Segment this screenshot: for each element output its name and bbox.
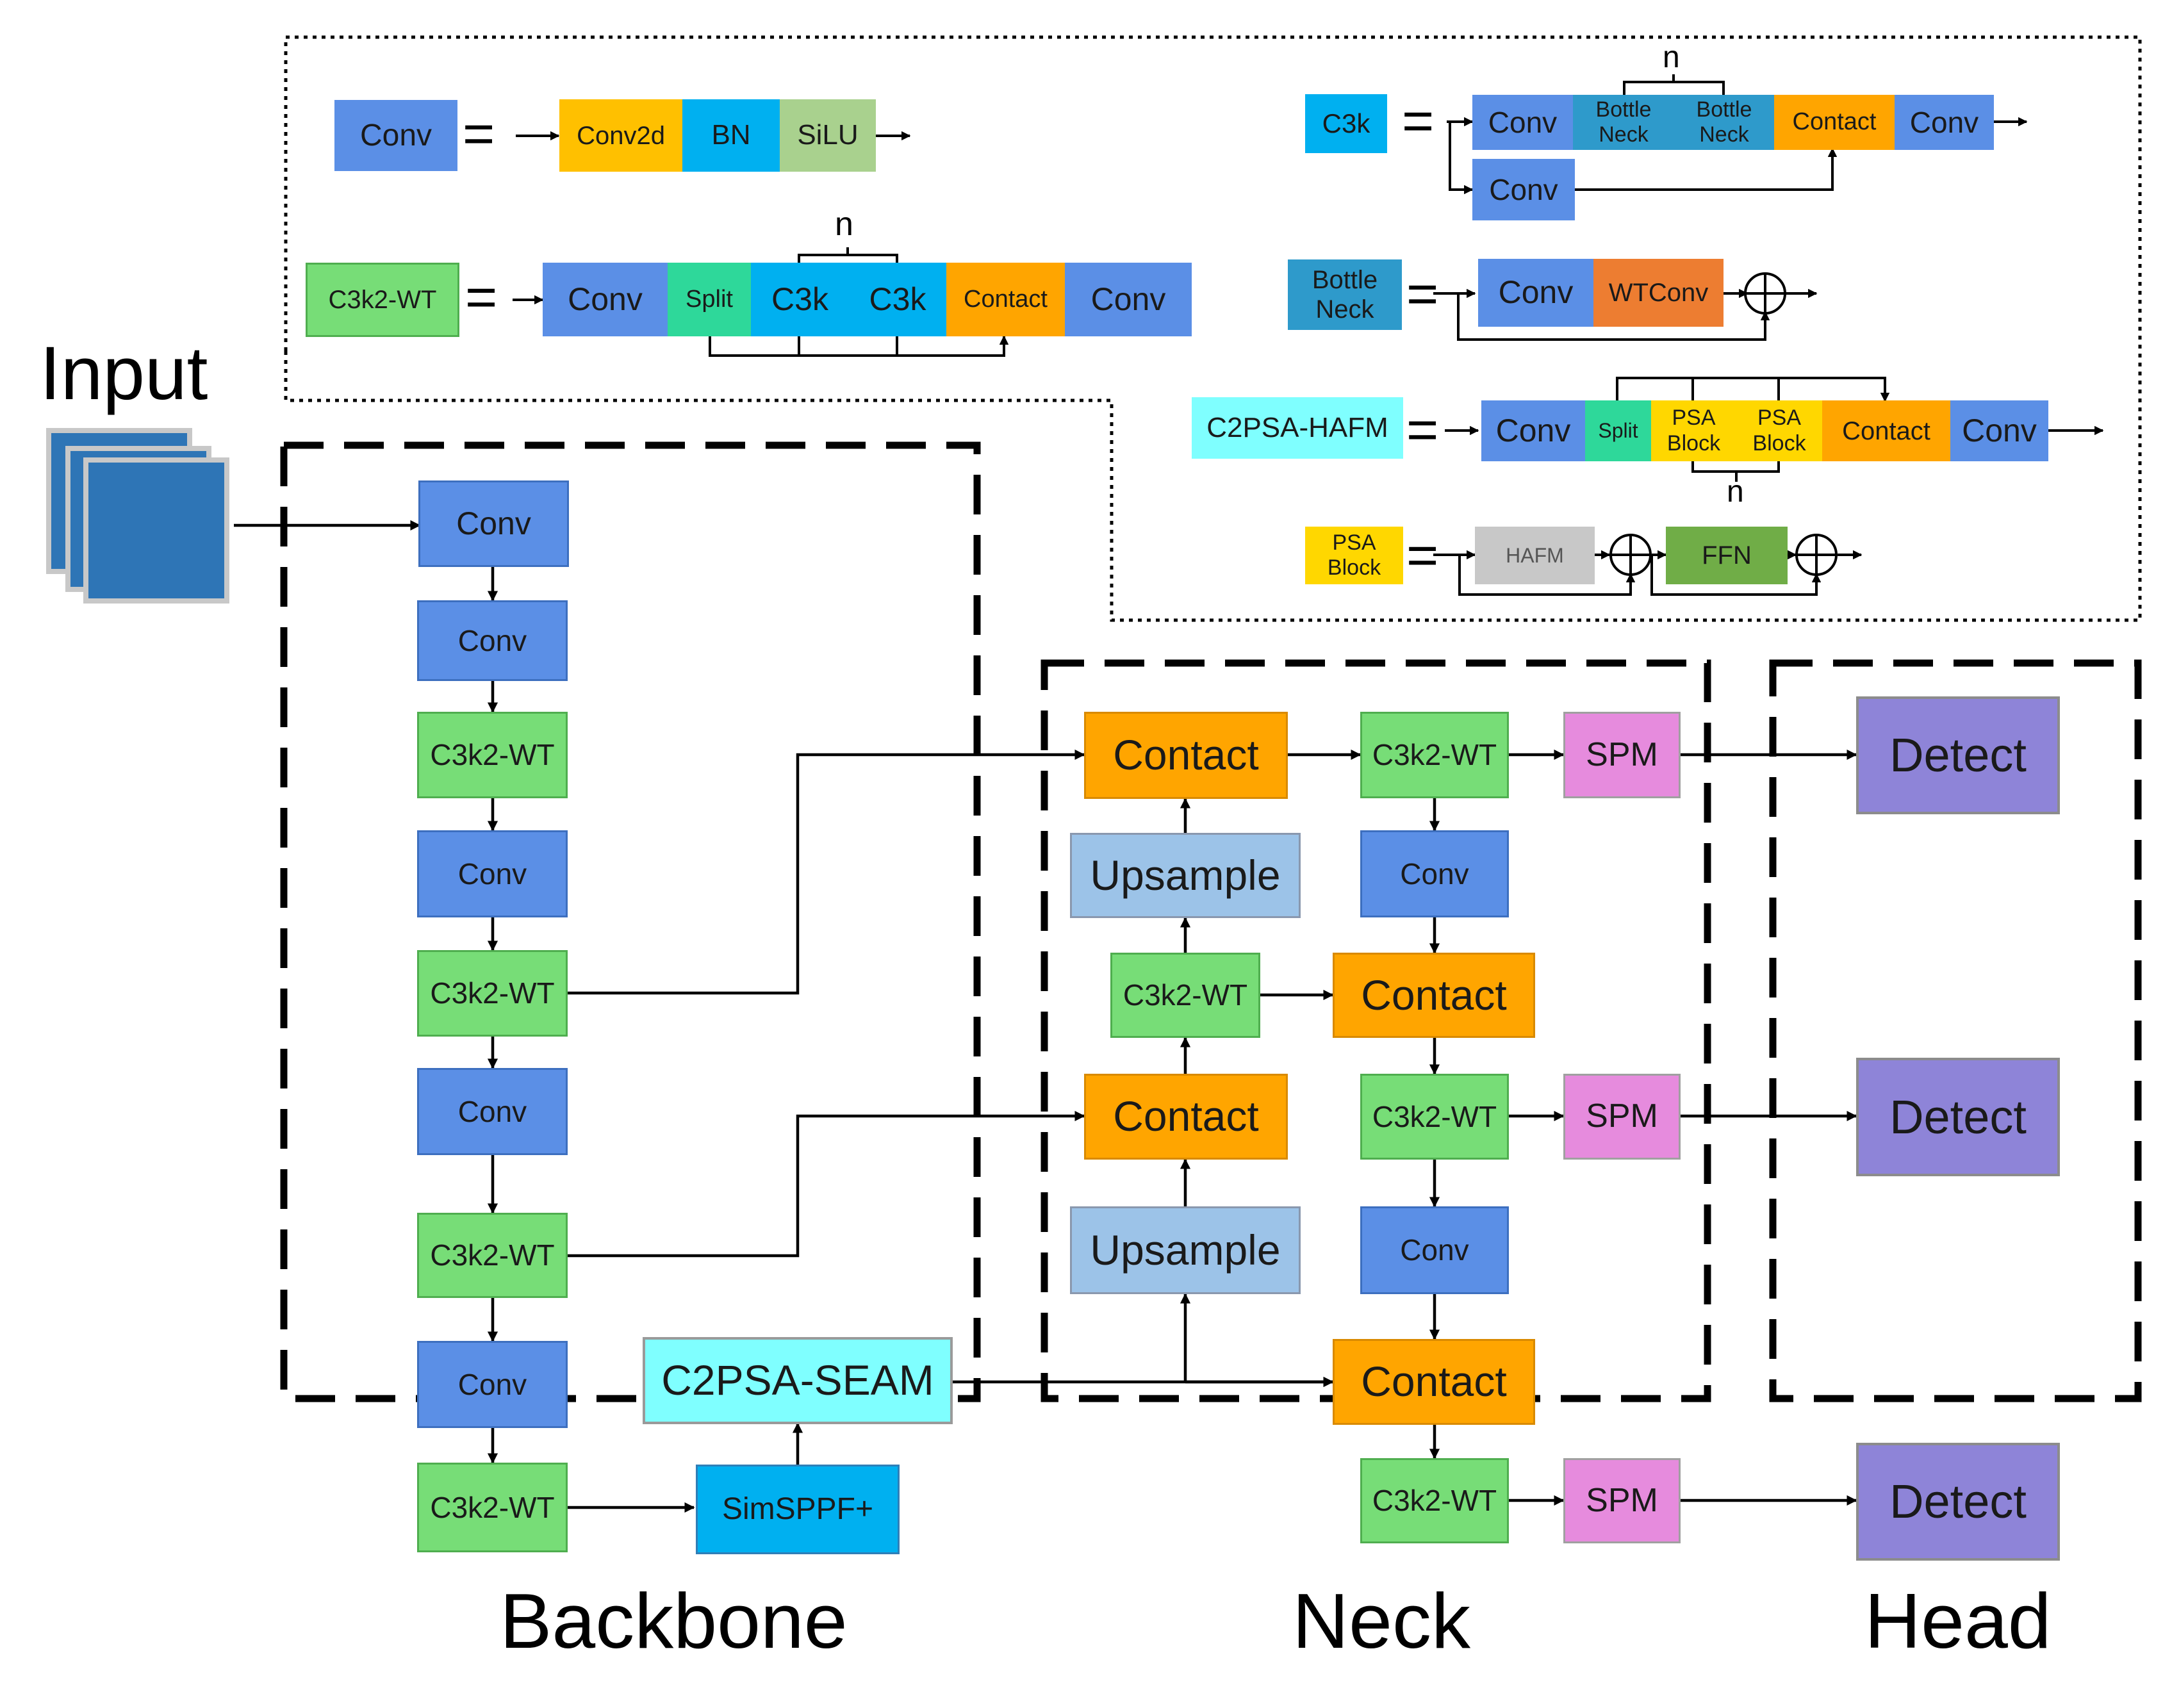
detect-p3: Detect xyxy=(1856,696,2060,814)
legend-c2psa-conv-out: Conv xyxy=(1950,400,2048,461)
legend-c3k2-name: C3k2-WT xyxy=(306,263,459,337)
backbone-conv-2: Conv xyxy=(417,600,568,681)
detect-p4: Detect xyxy=(1856,1058,2060,1176)
add-symbols xyxy=(1609,272,1838,576)
backbone-conv-5: Conv xyxy=(417,1341,568,1428)
neck-c3k2-p5: C3k2-WT xyxy=(1360,1458,1509,1543)
neck-contact-2: Contact xyxy=(1084,1074,1288,1160)
neck-contact-4: Contact xyxy=(1333,1339,1535,1425)
neck-contact-1: Contact xyxy=(1084,712,1288,799)
legend-c3k2-c3k-2: C3k xyxy=(849,263,946,336)
legend-dotted-border xyxy=(284,35,2142,622)
backbone-title: Backbone xyxy=(500,1577,848,1664)
backbone-conv-3: Conv xyxy=(417,830,568,917)
legend-c3k-n: n xyxy=(1663,40,1680,74)
flow-arrows xyxy=(234,520,1857,1513)
neck-conv-2: Conv xyxy=(1360,1206,1509,1294)
legend-c2psa-split: Split xyxy=(1585,400,1651,461)
legend-c2psa-psa-2: PSA Block xyxy=(1736,400,1822,461)
neck-upsample-1: Upsample xyxy=(1070,833,1301,918)
legend-c3k2-c3k-1: C3k xyxy=(751,263,849,336)
legend-psa-hafm: HAFM xyxy=(1475,527,1595,584)
legend-bn: BN xyxy=(682,99,780,172)
backbone-c3k2-4: C3k2-WT xyxy=(417,1463,568,1552)
legend-equals: = xyxy=(1406,525,1439,586)
neck-title: Neck xyxy=(1292,1577,1470,1664)
legend-c2psa-contact: Contact xyxy=(1822,400,1950,461)
legend-conv-name: Conv xyxy=(334,100,457,171)
neck-upsample-2: Upsample xyxy=(1070,1206,1301,1294)
legend-c2psa-n: n xyxy=(1727,475,1744,509)
legend-equals: = xyxy=(465,267,498,328)
legend-silu: SiLU xyxy=(780,99,876,172)
legend-c3k-conv-out: Conv xyxy=(1895,95,1994,150)
legend-c3k-bottleneck-2: Bottle Neck xyxy=(1674,95,1774,150)
legend-c3k-name: C3k xyxy=(1305,94,1387,153)
backbone-conv-4: Conv xyxy=(417,1068,568,1155)
legend-bottleneck-name: Bottle Neck xyxy=(1288,259,1402,330)
c2psa-seam-block: C2PSA-SEAM xyxy=(643,1337,953,1424)
legend-equals: = xyxy=(1406,263,1439,325)
neck-c3k2-p3: C3k2-WT xyxy=(1360,712,1509,798)
neck-c3k2-p4: C3k2-WT xyxy=(1360,1074,1509,1160)
legend-bottleneck-conv: Conv xyxy=(1478,259,1593,327)
spm-p5: SPM xyxy=(1563,1458,1681,1543)
legend-arrows xyxy=(513,74,2104,596)
legend-psa-name: PSA Block xyxy=(1305,527,1403,584)
legend-conv2d: Conv2d xyxy=(559,99,682,172)
legend-psa-ffn: FFN xyxy=(1666,527,1788,584)
legend-c3k-conv-in: Conv xyxy=(1472,95,1573,150)
legend-c2psa-conv-in: Conv xyxy=(1481,400,1585,461)
legend-equals: = xyxy=(1402,90,1435,152)
input-layer-1 xyxy=(83,457,229,604)
legend-c3k2-split: Split xyxy=(668,263,751,336)
legend-c3k-contact: Contact xyxy=(1774,95,1895,150)
legend-c3k2-n: n xyxy=(835,206,853,243)
spm-p3: SPM xyxy=(1563,712,1681,798)
legend-bottleneck-wtconv: WTConv xyxy=(1593,259,1724,327)
head-title: Head xyxy=(1864,1577,2052,1664)
spm-p4: SPM xyxy=(1563,1074,1681,1160)
legend-equals: = xyxy=(1406,399,1439,461)
backbone-c3k2-2: C3k2-WT xyxy=(417,950,568,1037)
backbone-c3k2-1: C3k2-WT xyxy=(417,712,568,798)
head-region xyxy=(1769,659,2142,1402)
neck-c3k2-up: C3k2-WT xyxy=(1110,953,1260,1038)
legend-c3k-bottleneck-1: Bottle Neck xyxy=(1573,95,1674,150)
legend-c3k2-conv-out: Conv xyxy=(1065,263,1192,336)
input-label: Input xyxy=(40,331,208,416)
detect-p5: Detect xyxy=(1856,1443,2060,1561)
legend-c3k-conv-skip: Conv xyxy=(1472,159,1575,220)
backbone-region xyxy=(280,441,981,1402)
legend-equals: = xyxy=(463,103,495,165)
neck-conv-1: Conv xyxy=(1360,830,1509,917)
legend-c3k2-conv-in: Conv xyxy=(543,263,668,336)
backbone-c3k2-3: C3k2-WT xyxy=(417,1213,568,1298)
neck-contact-3: Contact xyxy=(1333,953,1535,1038)
simsppf-block: SimSPPF+ xyxy=(696,1465,900,1554)
legend-c3k2-contact: Contact xyxy=(946,263,1065,336)
legend-c2psa-psa-1: PSA Block xyxy=(1651,400,1736,461)
neck-region xyxy=(1041,659,1711,1402)
backbone-conv-1: Conv xyxy=(418,480,569,567)
legend-c2psa-name: C2PSA-HAFM xyxy=(1192,397,1403,459)
